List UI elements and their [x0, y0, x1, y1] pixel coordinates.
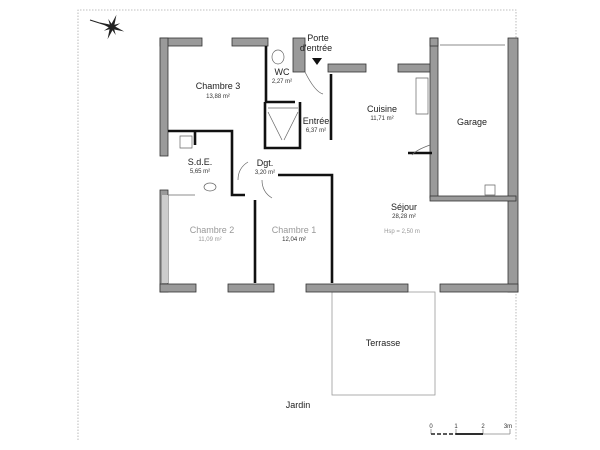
area-sejour: 28,28 m² — [392, 214, 416, 220]
area-degagement: 3,20 m² — [255, 170, 275, 176]
entrance-arrow-icon — [312, 58, 322, 65]
area-sde: 5,65 m² — [190, 169, 210, 175]
exterior-walls — [159, 37, 519, 293]
room-degagement: Dgt. — [257, 158, 274, 168]
room-garage: Garage — [457, 117, 487, 127]
room-sde: S.d.E. — [188, 157, 213, 167]
terrace-outline — [331, 291, 436, 396]
room-entree: Entrée — [303, 116, 330, 126]
area-wc: 2,27 m² — [272, 79, 292, 85]
room-chambre-2: Chambre 2 — [190, 225, 235, 235]
area-cuisine: 11,71 m² — [370, 116, 393, 122]
room-jardin: Jardin — [286, 400, 311, 410]
room-sejour: Séjour — [391, 202, 417, 212]
ceiling-height: Hsp = 2,50 m — [384, 229, 420, 235]
room-terrasse: Terrasse — [366, 338, 401, 348]
entrance-label-line2: d'entrée — [300, 43, 332, 53]
scale-tick-2: 2 — [481, 424, 485, 430]
scale-tick-0: 0 — [429, 424, 433, 430]
area-chambre-1: 12,04 m² — [282, 237, 306, 243]
area-chambre-2: 11,09 m² — [198, 237, 221, 243]
area-entree: 6,37 m² — [306, 128, 326, 134]
room-cuisine: Cuisine — [367, 104, 397, 114]
entrance-label-line1: Porte — [307, 33, 329, 43]
scale-bar: 0 1 2 3m — [429, 424, 512, 435]
room-chambre-3: Chambre 3 — [196, 81, 241, 91]
scale-tick-1: 1 — [454, 424, 458, 430]
area-chambre-3: 13,88 m² — [206, 94, 230, 100]
interior-walls — [168, 44, 505, 283]
room-wc: WC — [275, 67, 290, 77]
room-chambre-1: Chambre 1 — [272, 225, 317, 235]
compass-rose-icon — [89, 14, 125, 40]
scale-tick-3: 3m — [504, 424, 512, 430]
